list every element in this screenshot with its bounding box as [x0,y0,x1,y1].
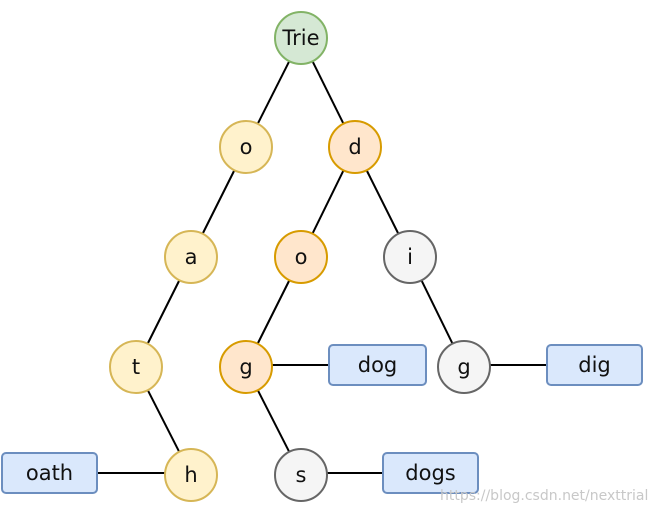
trie-node-label: d [348,135,361,159]
edge-o2-g1 [256,279,291,345]
nodes: Trie o d a o i t g g h s dog dig oath dogs [1,11,643,502]
trie-node-label: i [407,245,413,269]
trie-node-circle [274,448,328,502]
edge-o1-a [201,169,236,235]
word-box-label: dog [358,353,398,377]
edge-d-i [365,169,400,235]
trie-node-circle [164,448,218,502]
trie-node-label: h [184,463,197,487]
trie-node-s: s [274,448,328,502]
word-box-rect [328,344,427,386]
trie-node-g1: g [219,340,273,394]
trie-node-label: s [296,463,307,487]
trie-node-circle [274,230,328,284]
watermark: https://blog.csdn.net/nexttrial [440,488,648,504]
word-box-dogs: dogs [382,452,479,494]
trie-node-a: a [164,230,218,284]
trie-node-label: o [295,245,308,269]
edges [97,60,547,474]
edge-root-o1 [256,60,291,125]
trie-node-o2: o [274,230,328,284]
word-box-rect [546,344,643,386]
trie-node-root: Trie [274,11,328,65]
word-box-label: dogs [405,461,455,485]
word-box-rect [382,452,479,494]
word-box-dig: dig [546,344,643,386]
trie-node-i: i [383,230,437,284]
edge-g1-s [256,389,291,453]
trie-node-circle [164,230,218,284]
edge-d-o2 [311,169,345,235]
edge-t-h [146,389,181,453]
trie-node-t: t [109,340,163,394]
trie-node-label: g [457,355,470,379]
word-box-oath: oath [1,452,98,494]
trie-node-label: a [185,245,198,269]
word-box-label: dig [578,353,611,377]
trie-node-circle [437,340,491,394]
trie-node-circle [274,11,328,65]
trie-node-label: g [239,355,252,379]
trie-node-circle [109,340,163,394]
edge-root-d [311,60,345,125]
trie-node-circle [219,340,273,394]
trie-node-circle [328,120,382,174]
trie-node-label: o [240,135,253,159]
word-box-rect [1,452,98,494]
trie-node-label: Trie [281,26,319,50]
trie-node-circle [219,120,273,174]
trie-node-d: d [328,120,382,174]
word-box-label: oath [26,461,73,485]
trie-node-label: t [132,355,140,379]
trie-node-g2: g [437,340,491,394]
trie-node-circle [383,230,437,284]
trie-node-o1: o [219,120,273,174]
edge-i-g2 [420,279,454,345]
edge-a-t [146,279,181,345]
word-box-dog: dog [328,344,427,386]
trie-node-h: h [164,448,218,502]
